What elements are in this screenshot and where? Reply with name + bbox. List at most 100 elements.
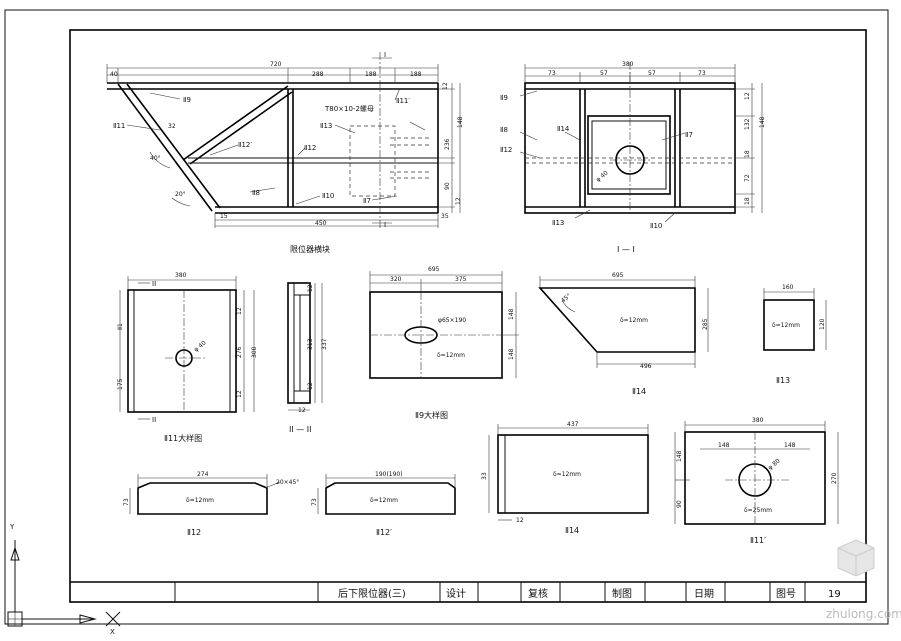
p11p-dim-148a: 148 <box>718 442 730 449</box>
p12p-thickness: δ=12mm <box>370 497 398 504</box>
main-label-p13: Ⅱ13 <box>320 122 332 130</box>
ucs-x-label: X <box>110 628 115 636</box>
sec1-label-p8: Ⅱ8 <box>500 126 508 134</box>
p9-hole: φ65×190 <box>438 317 466 324</box>
p11-detail-view <box>119 276 255 420</box>
title-block <box>70 581 866 602</box>
main-dim-r12b: 12 <box>455 197 462 205</box>
main-label-p12p: Ⅱ12′ <box>238 141 252 149</box>
main-dim-left: 40 <box>110 71 118 78</box>
p12-title: Ⅱ12 <box>187 528 201 537</box>
sheet-inner-border <box>69 29 867 603</box>
p11p-dim-l148: 148 <box>676 450 683 462</box>
p14-upper-view <box>538 276 709 368</box>
sec1-title: I — I <box>617 245 635 254</box>
sec1-dim-r18: 18 <box>744 150 751 158</box>
p14b-dim-left: 33 <box>481 472 488 480</box>
sec1-dim-57b: 57 <box>648 70 656 77</box>
main-label-p12: Ⅱ12 <box>304 144 316 152</box>
title-block-review-label: 复核 <box>528 587 548 600</box>
title-block-date-label: 日期 <box>694 588 714 600</box>
sec2-dim-b12: 12 <box>298 407 306 414</box>
title-block-drawn-label: 制图 <box>612 587 632 600</box>
p13-dim-right: 120 <box>819 318 826 330</box>
main-angle-20: 20° <box>175 191 186 198</box>
main-dim-15: 15 <box>220 213 228 220</box>
main-dim-total: 720 <box>270 61 282 68</box>
main-dim-188a: 188 <box>365 71 377 78</box>
title-block-design-label: 设计 <box>446 587 466 600</box>
section-i-view <box>519 62 763 223</box>
watermark-text: zhulong.com <box>826 607 901 621</box>
section-ii-view <box>287 282 323 411</box>
p9-dim-total: 695 <box>428 266 440 273</box>
title-block-drawing-name: 后下限位器(三) <box>338 587 406 600</box>
ucs-icon <box>7 540 121 627</box>
main-dim-r90: 90 <box>444 182 451 190</box>
main-view <box>106 52 461 230</box>
main-label-p11p: Ⅱ11′ <box>396 97 410 105</box>
p11-dim-l1: Ⅱ1 <box>117 323 124 330</box>
sec1-dim-total: 380 <box>622 61 634 68</box>
sec1-dim-r18b: 18 <box>744 197 751 205</box>
p14a-dim-top: 695 <box>612 272 624 279</box>
sec1-dim-r72: 72 <box>744 174 751 182</box>
p12p-title: Ⅱ12′ <box>376 528 392 537</box>
sec1-dim-r12: 12 <box>744 92 751 100</box>
p12-dim-top: 274 <box>197 471 209 478</box>
p14b-dim-bottom: 12 <box>516 517 524 524</box>
p11-dim-175: 175 <box>117 378 124 390</box>
main-label-p11: Ⅱ11 <box>113 122 125 130</box>
p14-lower-view <box>488 424 649 521</box>
p11p-dim-right: 270 <box>831 472 838 484</box>
p13-title: Ⅱ13 <box>776 376 790 385</box>
main-dim-188b: 188 <box>410 71 422 78</box>
main-label-bolt: T80×10-2螺母 <box>324 104 374 113</box>
sec1-dim-73b: 73 <box>698 70 706 77</box>
title-block-sheet-label: 图号 <box>776 588 796 600</box>
sheet-outer-border <box>4 9 889 625</box>
main-dim-35: 35 <box>441 213 449 220</box>
sec1-label-p7: Ⅱ7 <box>685 131 693 139</box>
main-label-p7: Ⅱ7 <box>363 197 371 205</box>
p9-dim-320: 320 <box>390 276 402 283</box>
sec1-dim-r132: 132 <box>744 118 751 130</box>
p12p-dim-top: 190(190) <box>375 471 403 478</box>
p11-dim-r300: 300 <box>251 346 258 358</box>
p12-view <box>129 474 281 515</box>
ucs-y-label: Y <box>9 523 15 531</box>
p11-dim-r12: 12 <box>236 307 243 315</box>
p12-chamfer: 20×45° <box>276 479 299 486</box>
p11p-hole: φ 80 <box>767 457 782 471</box>
sec1-dim-57a: 57 <box>600 70 608 77</box>
p9-dim-r148a: 148 <box>508 308 515 320</box>
p11p-title: Ⅱ11′ <box>750 536 766 545</box>
p11p-dim-top: 380 <box>752 417 764 424</box>
p9-detail-view <box>369 271 519 379</box>
sec1-hole: φ 40 <box>595 169 610 183</box>
sec1-label-p13: Ⅱ13 <box>552 219 564 227</box>
main-dim-288: 288 <box>312 71 324 78</box>
main-dim-32: 32 <box>168 123 176 130</box>
p14a-dim-right: 285 <box>702 318 709 330</box>
p11-detail-title: Ⅱ11大样图 <box>164 433 202 443</box>
sec1-dim-r148: 148 <box>759 116 766 128</box>
p9-thickness: δ=12mm <box>437 352 465 359</box>
p11p-dim-l90: 90 <box>676 500 683 508</box>
main-section-mark-top: I <box>384 51 386 59</box>
p12-dim-left: 73 <box>123 498 130 506</box>
main-section-mark-bottom: I <box>384 221 386 229</box>
p9-dim-r148b: 148 <box>508 348 515 360</box>
main-label-p10: Ⅱ10 <box>322 192 334 200</box>
p11-sec-bottom: II <box>152 416 156 424</box>
p12p-dim-left: 73 <box>311 498 318 506</box>
p12p-view <box>317 474 456 515</box>
sec2-dim-r313: 313 <box>307 338 314 350</box>
p9-dim-375: 375 <box>455 276 467 283</box>
sec2-dim-r12: 12 <box>307 284 314 292</box>
p13-thickness: δ=12mm <box>772 322 800 329</box>
p14a-angle: 45° <box>560 292 573 304</box>
p14a-title: Ⅱ14 <box>632 387 646 396</box>
watermark-logo <box>837 539 875 577</box>
